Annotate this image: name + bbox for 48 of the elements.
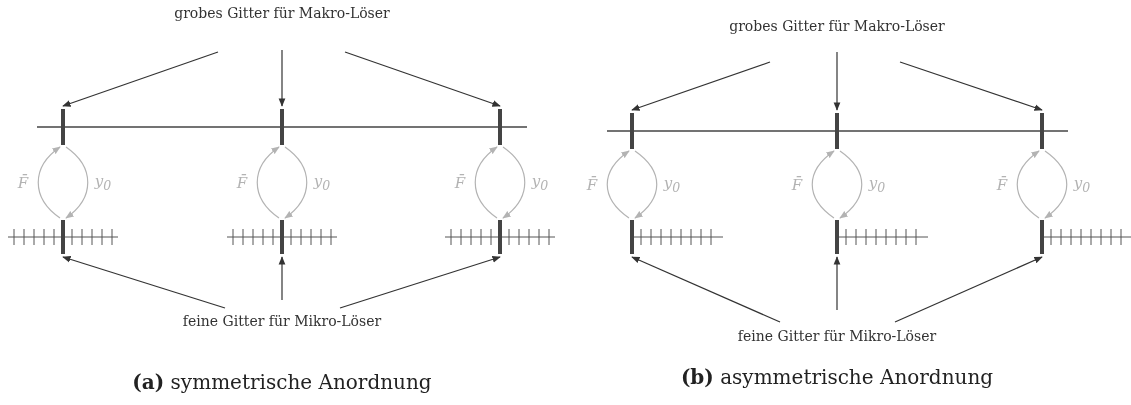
- arrow: [894, 256, 1043, 323]
- edge-label: F̄: [453, 174, 467, 191]
- grid-label: feine Gitter für Mikro-Löser: [182, 313, 382, 329]
- arrow: [631, 256, 781, 323]
- grid-tick: [498, 109, 502, 145]
- fine-grid-drawing: [7, 220, 119, 254]
- fine-grid-drawing: [444, 220, 556, 254]
- arrow: [606, 150, 630, 219]
- arrow: [62, 256, 226, 309]
- grid-tick: [835, 113, 839, 149]
- arrow: [278, 49, 286, 107]
- arrow: [344, 51, 501, 107]
- edge-label: F̄: [995, 176, 1009, 193]
- arrow: [899, 61, 1043, 111]
- arrow: [839, 150, 863, 219]
- figure-caption: (b) asymmetrische Anordnung: [680, 365, 994, 389]
- edge-label: F̄: [235, 174, 249, 191]
- arrow: [65, 146, 89, 219]
- arrow: [833, 256, 841, 311]
- arrow: [37, 146, 61, 219]
- grid-label: grobes Gitter für Makro-Löser: [174, 5, 390, 21]
- arrow: [1016, 150, 1040, 219]
- grid-tick: [280, 109, 284, 145]
- edge-label: F̄: [790, 176, 804, 193]
- fine-grid-drawing: [1040, 220, 1131, 254]
- grid-tick: [1040, 113, 1044, 149]
- grid-label: feine Gitter für Mikro-Löser: [737, 328, 937, 344]
- fine-grid-drawing: [630, 220, 724, 254]
- arrow: [811, 150, 835, 219]
- arrow: [474, 146, 498, 219]
- arrow: [634, 150, 658, 219]
- grid-tick: [630, 113, 634, 149]
- figure-caption: (a) symmetrische Anordnung: [132, 370, 432, 394]
- grid-label: grobes Gitter für Makro-Löser: [729, 18, 945, 34]
- grid-tick: [61, 109, 65, 145]
- arrow: [62, 51, 219, 107]
- arrow: [256, 146, 280, 219]
- edge-label: F̄: [16, 174, 30, 191]
- arrow: [631, 61, 771, 111]
- arrow: [833, 51, 841, 111]
- fine-grid-drawing: [835, 220, 929, 254]
- fine-grid-drawing: [226, 220, 338, 254]
- arrow: [284, 146, 308, 219]
- arrow: [1044, 150, 1068, 219]
- arrow: [339, 256, 501, 309]
- arrow: [278, 256, 286, 301]
- arrow: [502, 146, 526, 219]
- edge-label: F̄: [585, 176, 599, 193]
